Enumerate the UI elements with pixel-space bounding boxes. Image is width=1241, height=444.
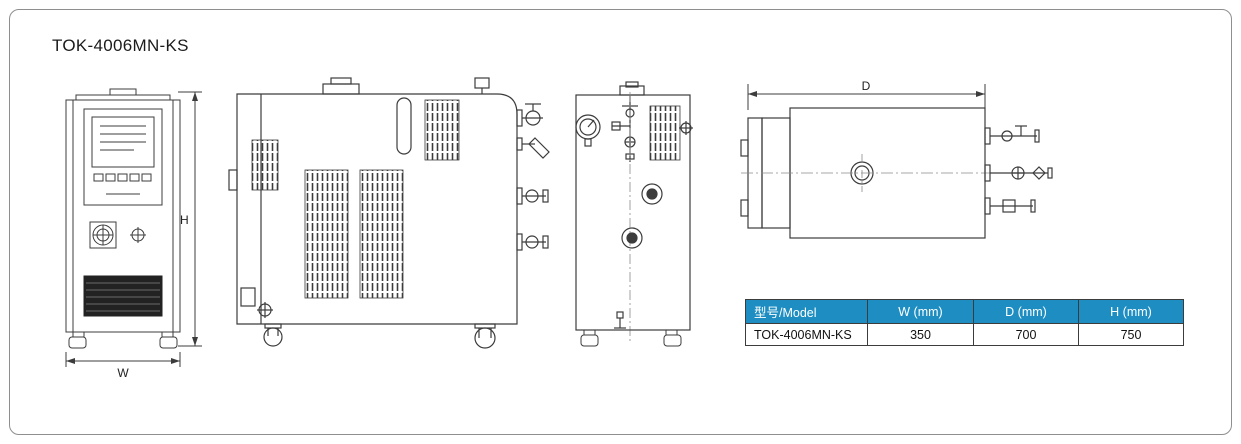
casters bbox=[66, 331, 180, 349]
panel-button bbox=[141, 173, 152, 182]
side-view-drawing bbox=[228, 77, 550, 349]
casters bbox=[263, 323, 496, 349]
lifting-handle bbox=[322, 83, 360, 95]
caster-wheel bbox=[580, 334, 599, 347]
cell-d: 700 bbox=[973, 323, 1079, 346]
page-title: TOK-4006MN-KS bbox=[52, 36, 189, 55]
panel-button bbox=[129, 173, 140, 182]
vent-grille bbox=[83, 275, 163, 317]
pump-fittings bbox=[621, 183, 663, 249]
depth-dimension bbox=[747, 84, 986, 110]
width-dimension: W bbox=[65, 352, 181, 380]
d-dim-label: D bbox=[862, 79, 871, 93]
hinge bbox=[228, 169, 238, 191]
header-h: H (mm) bbox=[1078, 299, 1184, 324]
header-w: W (mm) bbox=[867, 299, 974, 324]
machine-body bbox=[236, 93, 518, 325]
panel-button bbox=[117, 173, 128, 182]
vent-louvers bbox=[649, 105, 681, 161]
cell-w: 350 bbox=[867, 323, 974, 346]
header-model: 型号/Model bbox=[745, 299, 868, 324]
rear-view-drawing bbox=[575, 81, 693, 347]
pipe-connections bbox=[516, 187, 549, 251]
table-header-row: 型号/Model W (mm) D (mm) H (mm) bbox=[745, 299, 1184, 324]
caster-wheel bbox=[263, 327, 283, 347]
w-dim-label: W bbox=[117, 366, 129, 380]
caster-wheel bbox=[68, 336, 87, 349]
header-d: D (mm) bbox=[973, 299, 1079, 324]
panel-button bbox=[105, 173, 116, 182]
height-dimension: H bbox=[178, 91, 202, 347]
caster-wheel bbox=[474, 327, 496, 349]
h-dim-label: H bbox=[180, 213, 189, 227]
sight-slot bbox=[396, 97, 412, 155]
casters bbox=[576, 329, 690, 347]
y-strainer bbox=[528, 137, 550, 159]
pipe-union bbox=[525, 189, 539, 203]
front-view-drawing bbox=[65, 88, 181, 349]
drain-valve bbox=[614, 311, 626, 329]
display-screen bbox=[91, 116, 155, 168]
panel-button bbox=[93, 173, 104, 182]
pipe-connections bbox=[984, 125, 1053, 215]
valve-cluster bbox=[474, 77, 550, 159]
vent-louvers bbox=[251, 99, 460, 299]
lifting-handle bbox=[619, 85, 645, 96]
cell-h: 750 bbox=[1078, 323, 1184, 346]
top-view-drawing: D bbox=[740, 79, 1053, 239]
caster-wheel bbox=[159, 336, 178, 349]
pipe-union bbox=[1001, 130, 1013, 142]
cell-model: TOK-4006MN-KS bbox=[745, 323, 868, 346]
caster-wheel bbox=[663, 334, 682, 347]
table-row: TOK-4006MN-KS 350 700 750 bbox=[745, 323, 1184, 346]
control-panel bbox=[83, 108, 163, 206]
lifting-handle bbox=[109, 88, 137, 96]
model-spec-table: 型号/Model W (mm) D (mm) H (mm) TOK-4006MN… bbox=[745, 299, 1184, 346]
pipe-union bbox=[525, 235, 539, 249]
valve-symbol bbox=[1032, 166, 1046, 180]
